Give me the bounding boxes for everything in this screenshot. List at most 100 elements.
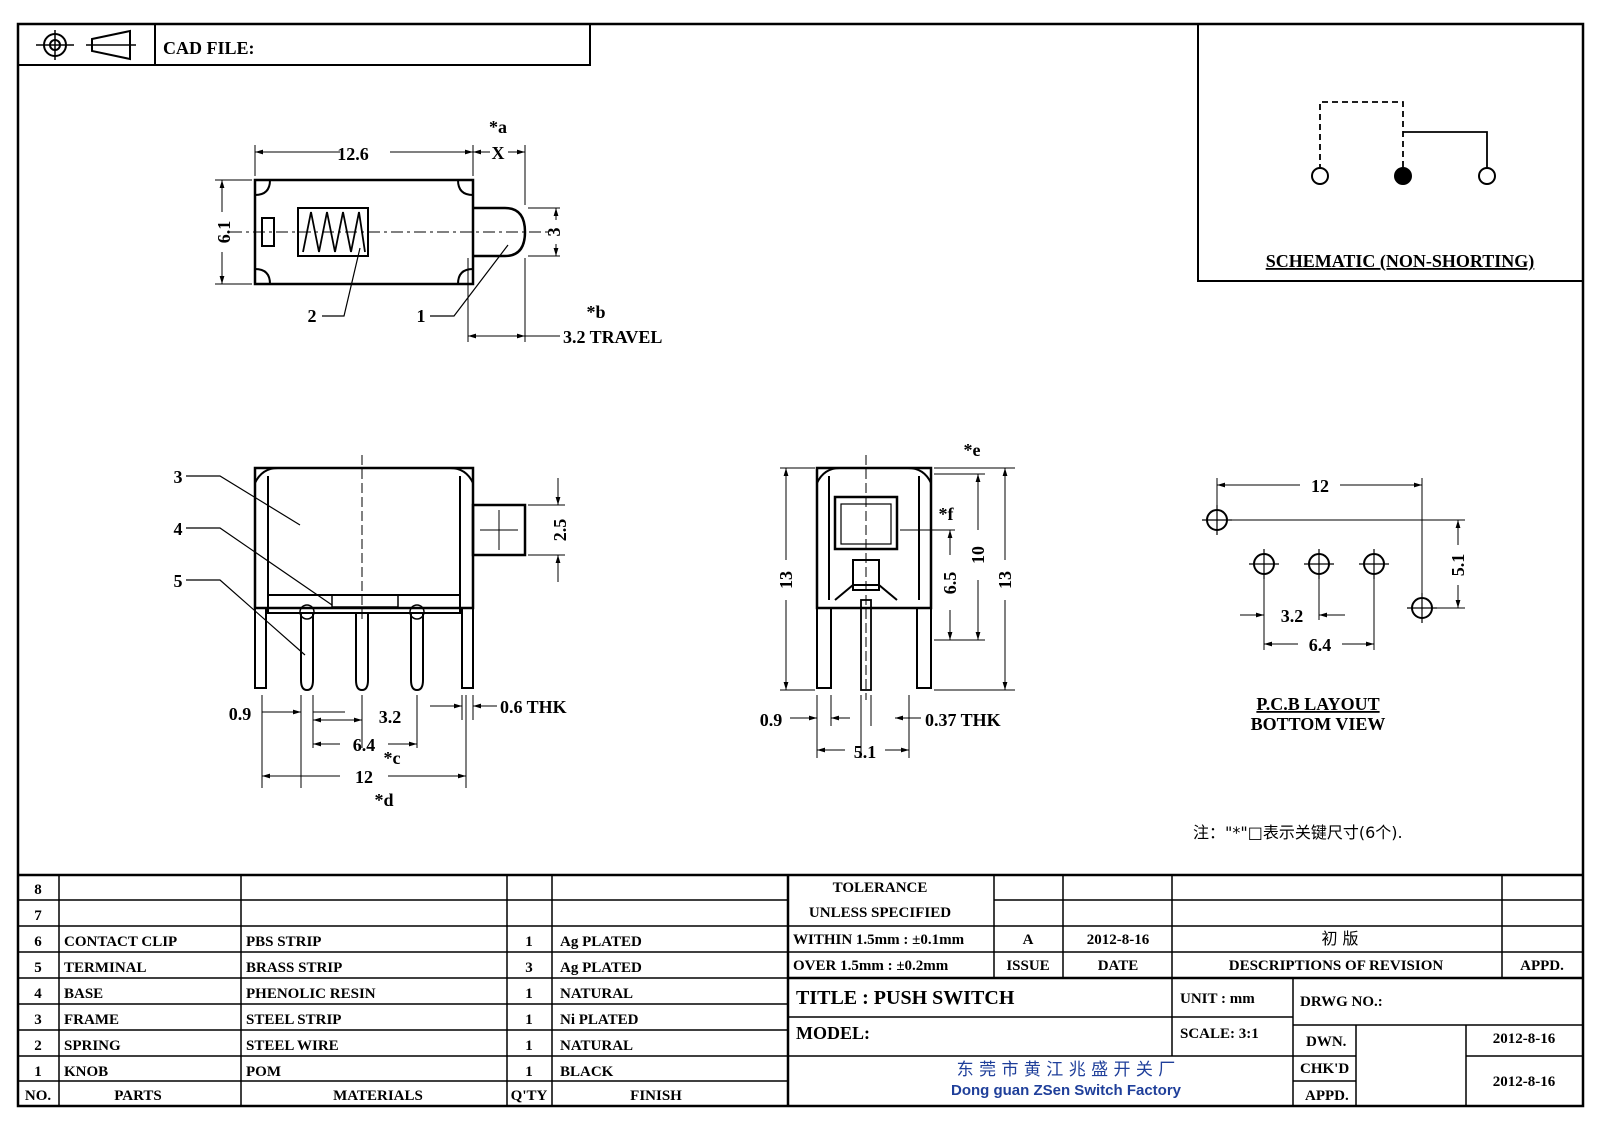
pcb-hole-icon <box>1407 593 1437 623</box>
note: 注："*"□表示关键尺寸(6个). <box>1193 823 1403 842</box>
bom-cell-part: CONTACT CLIP <box>64 934 177 950</box>
tolerance-over: OVER 1.5mm : ±0.2mm <box>793 958 949 974</box>
dim-6-5: 6.5 <box>940 572 960 595</box>
dim-height-left: 13 <box>776 571 796 589</box>
bom-header-qty: Q'TY <box>511 1088 548 1104</box>
contact-open-icon <box>1478 167 1496 185</box>
dwn-label: DWN. <box>1306 1034 1347 1050</box>
bom-cell-qty: 3 <box>525 960 533 976</box>
bom-cell-no: 7 <box>34 908 42 924</box>
dim-span: 5.1 <box>854 742 877 762</box>
appd-label: APPD. <box>1520 958 1564 974</box>
bom-cell-part: KNOB <box>64 1064 108 1080</box>
bom-row: 3 FRAME STEEL STRIP 1 Ni PLATED <box>34 1012 638 1028</box>
travel-label: 3.2 TRAVEL <box>563 327 662 347</box>
front-view <box>186 455 565 788</box>
bom-cell-material: PHENOLIC RESIN <box>246 986 376 1002</box>
revision-issue: A <box>1023 932 1034 948</box>
dim-total: 12 <box>355 767 373 787</box>
bom-cell-no: 3 <box>34 1012 42 1028</box>
mark-d: *d <box>374 790 393 810</box>
scale-label: SCALE: 3:1 <box>1180 1026 1259 1042</box>
pcb-hole-icon <box>1359 549 1389 579</box>
mark-f: *f <box>939 504 955 524</box>
bom-row: 8 <box>34 882 42 898</box>
pcb-dim-12: 12 <box>1311 476 1329 496</box>
dim-thickness: 0.6 THK <box>500 697 567 717</box>
bom-cell-no: 5 <box>34 960 42 976</box>
bom-cell-qty: 1 <box>525 986 533 1002</box>
model-label: MODEL: <box>796 1023 870 1043</box>
projection-symbol-icon <box>36 29 136 61</box>
bom-cell-qty: 1 <box>525 934 533 950</box>
bom-table <box>18 873 1583 1106</box>
drawing-number-label: DRWG NO.: <box>1300 994 1383 1010</box>
pcb-layout <box>1202 478 1465 650</box>
dim-pin-width: 0.9 <box>760 710 783 730</box>
revision-description: 初 版 <box>1321 929 1358 948</box>
callout-1: 1 <box>417 306 426 326</box>
company-name-en: Dong guan ZSen Switch Factory <box>951 1082 1182 1099</box>
dim-knob-height: 2.5 <box>550 519 570 542</box>
chkd-date: 2012-8-16 <box>1493 1074 1556 1090</box>
sheet-border <box>16 22 1585 1108</box>
dim-x: X <box>492 143 505 163</box>
dim-pitch: 3.2 <box>379 707 402 727</box>
callout-2: 2 <box>308 306 317 326</box>
pcb-dim-5-1: 5.1 <box>1448 554 1468 577</box>
schematic-panel: SCHEMATIC (NON-SHORTING) <box>1197 24 1583 282</box>
mark-e: *e <box>964 440 981 460</box>
bom-cell-part: TERMINAL <box>64 960 147 976</box>
pcb-hole-icon <box>1304 549 1334 579</box>
bom-cell-finish: Ag PLATED <box>560 960 642 976</box>
mark-b: *b <box>586 302 605 322</box>
drawing-title: TITLE : PUSH SWITCH <box>796 987 1015 1009</box>
bom-cell-material: PBS STRIP <box>246 934 321 950</box>
bom-cell-material: STEEL STRIP <box>246 1012 341 1028</box>
top-view <box>215 145 560 342</box>
dwn-date: 2012-8-16 <box>1493 1031 1556 1047</box>
bom-cell-material: STEEL WIRE <box>246 1038 339 1054</box>
bom-header-materials: MATERIALS <box>333 1088 423 1104</box>
mark-a: *a <box>489 117 507 137</box>
pcb-subtitle: BOTTOM VIEW <box>1251 714 1386 734</box>
contact-common-icon <box>1394 167 1412 185</box>
callout-5: 5 <box>174 571 183 591</box>
issue-label: ISSUE <box>1006 958 1049 974</box>
date-label: DATE <box>1098 958 1139 974</box>
pcb-hole-icon <box>1249 549 1279 579</box>
bom-cell-finish: NATURAL <box>560 986 633 1002</box>
chkd-label: CHK'D <box>1300 1061 1349 1077</box>
bom-cell-finish: NATURAL <box>560 1038 633 1054</box>
bom-header-parts: PARTS <box>114 1088 162 1104</box>
cad-header: CAD FILE: <box>18 24 591 66</box>
contact-open-icon <box>1311 167 1329 185</box>
bom-cell-part: FRAME <box>64 1012 119 1028</box>
bom-cell-finish: Ni PLATED <box>560 1012 639 1028</box>
bom-cell-no: 1 <box>34 1064 42 1080</box>
bom-header-finish: FINISH <box>630 1088 682 1104</box>
side-view <box>780 455 1015 758</box>
appd-label-title: APPD. <box>1305 1088 1349 1104</box>
pcb-dim-6-4: 6.4 <box>1309 635 1332 655</box>
callout-4: 4 <box>174 519 183 539</box>
bom-cell-finish: Ag PLATED <box>560 934 642 950</box>
callout-3: 3 <box>174 467 183 487</box>
bom-cell-qty: 1 <box>525 1012 533 1028</box>
tolerance-title: TOLERANCE <box>833 880 928 896</box>
dim-thickness: 0.37 THK <box>925 710 1001 730</box>
bom-cell-qty: 1 <box>525 1064 533 1080</box>
dim-length: 12.6 <box>337 144 369 164</box>
dim-width: 6.1 <box>214 221 234 244</box>
pcb-dim-3-2: 3.2 <box>1281 606 1304 626</box>
bom-cell-no: 4 <box>34 986 42 1002</box>
unit-label: UNIT : mm <box>1180 991 1255 1007</box>
description-label: DESCRIPTIONS OF REVISION <box>1229 958 1444 974</box>
bom-cell-no: 2 <box>34 1038 42 1054</box>
